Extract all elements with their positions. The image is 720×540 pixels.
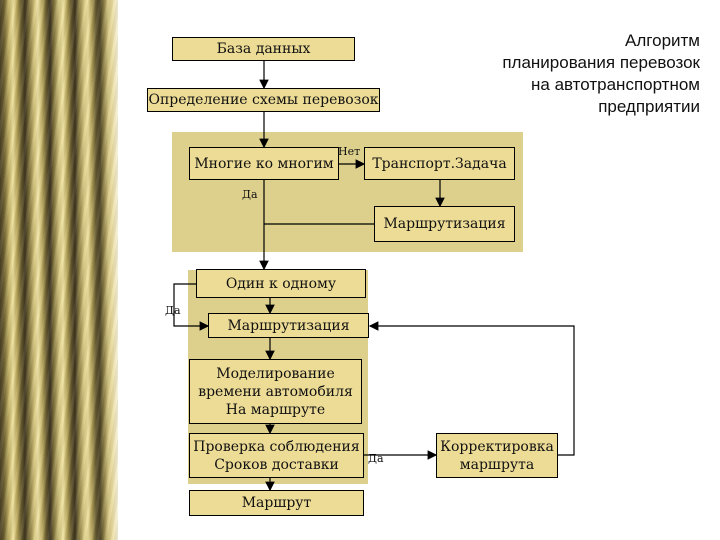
node-routing-1: Маршрутизация <box>374 206 515 242</box>
node-modeling: Моделирование времени автомобиля На марш… <box>189 359 362 424</box>
diagram-title: Алгоритм планирования перевозок на автот… <box>502 31 700 116</box>
label-yes-1: Да <box>242 188 258 201</box>
label-yes-3: Да <box>368 452 384 465</box>
line-one-to-one-yes <box>173 283 210 331</box>
line-correction-back <box>368 321 575 456</box>
node-transport-scheme: Определение схемы перевозок <box>147 88 380 112</box>
node-transport-task: Транспорт.Задача <box>364 147 515 180</box>
node-route: Маршрут <box>189 490 364 516</box>
node-route-correction: Корректировка маршрута <box>436 433 558 478</box>
decorative-stripes <box>0 0 118 540</box>
node-many-to-many: Многие ко многим <box>189 147 339 180</box>
label-no: Нет <box>338 145 361 158</box>
node-deadline-check: Проверка соблюдения Сроков доставки <box>189 433 364 478</box>
node-database: База данных <box>172 37 355 61</box>
node-one-to-one: Один к одному <box>196 269 366 298</box>
label-yes-2: Да <box>165 304 181 317</box>
node-routing-2: Маршрутизация <box>208 313 369 338</box>
